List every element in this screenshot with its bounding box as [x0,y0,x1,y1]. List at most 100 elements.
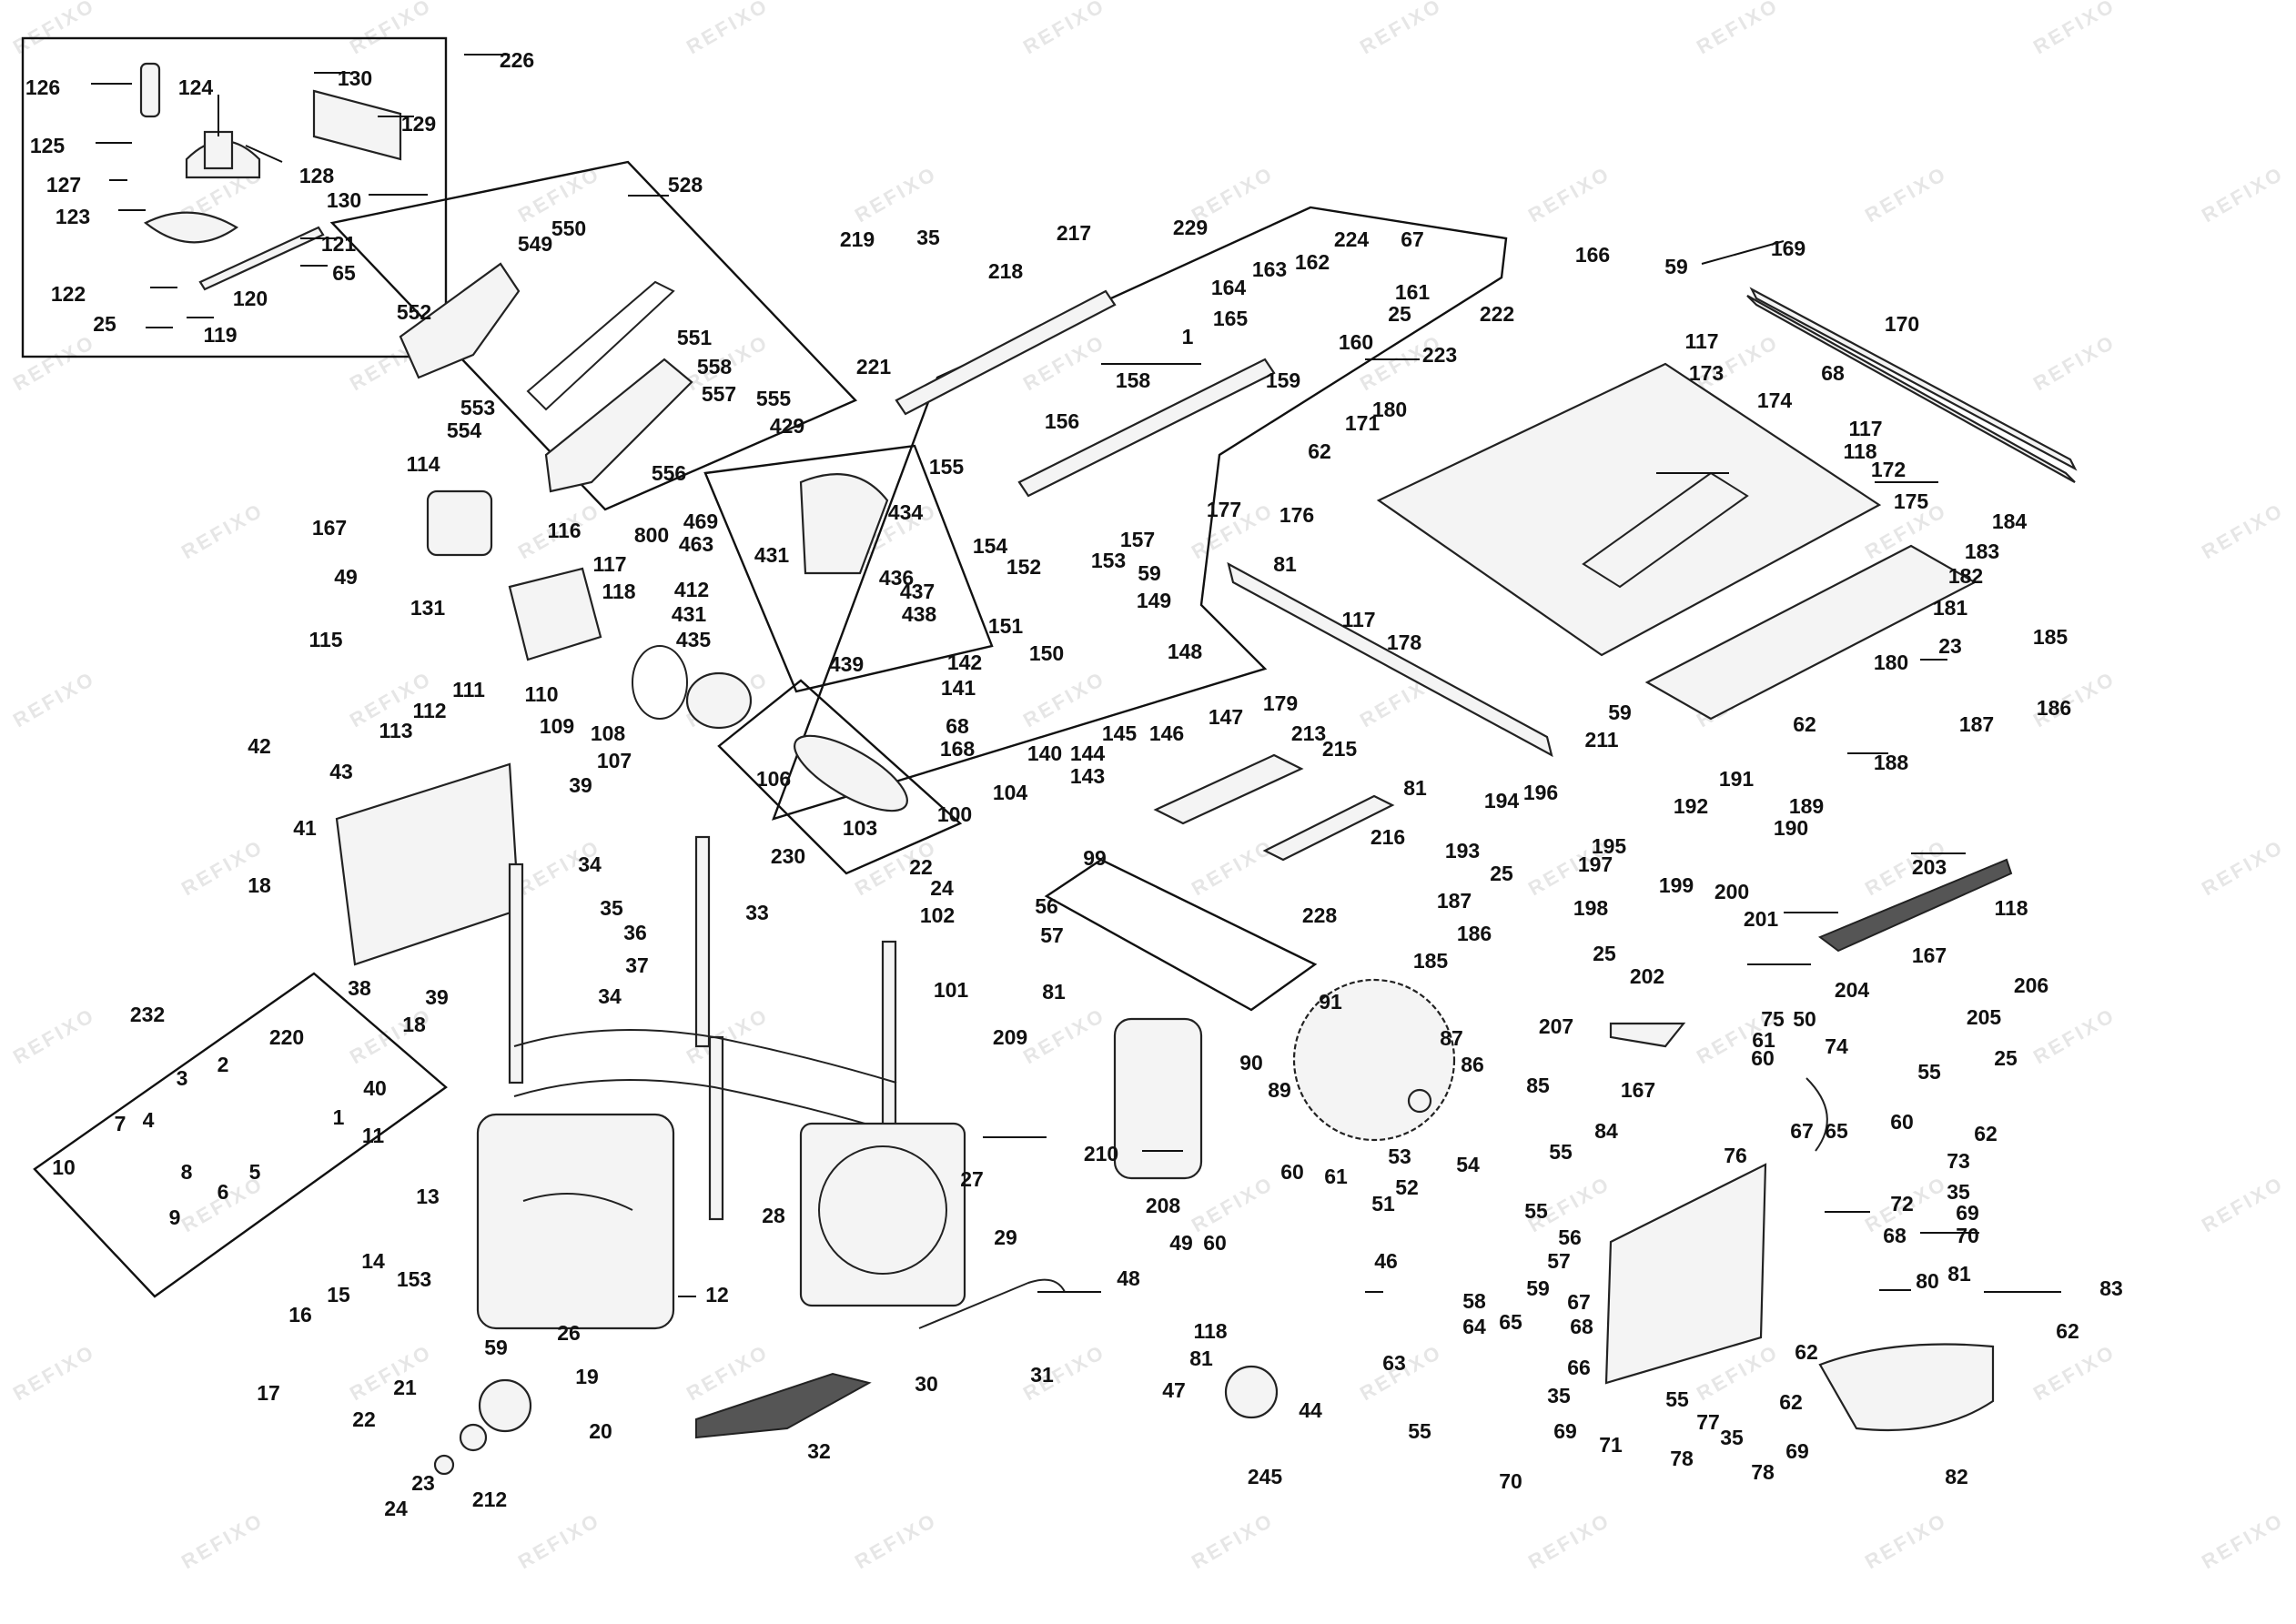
callout-label-c557: 557 [702,382,736,406]
callout-label-c558: 558 [697,355,733,378]
callout-label-c35d: 35 [1547,1384,1571,1407]
callout-label-c60d: 60 [1203,1231,1227,1255]
callout-label-c56a: 56 [1035,894,1058,918]
callout-label-c211: 211 [1584,728,1618,751]
callout-label-c176: 176 [1279,503,1314,527]
handwheel-hub-part [433,1454,455,1476]
callout-label-c57b: 57 [1547,1249,1571,1273]
handwheel-part [478,1378,532,1433]
callout-label-c201: 201 [1744,907,1779,931]
callout-label-c127: 127 [46,173,81,197]
callout-label-c9: 9 [169,1205,181,1229]
callout-label-c187b: 187 [1437,889,1472,913]
group-box-228 [1044,858,1318,1012]
watermark-text: REFIXO [2198,162,2288,227]
callout-label-c173: 173 [1689,361,1724,385]
callout-label-c111: 111 [452,678,485,701]
callout-label-c166: 166 [1575,243,1610,267]
wrench-part [918,1278,1066,1329]
callout-label-c126: 126 [25,76,60,99]
callout-label-c552: 552 [397,300,431,324]
callout-label-c429: 429 [770,414,804,438]
callout-label-c65c: 65 [1499,1310,1522,1334]
callout-label-c14: 14 [361,1249,385,1273]
callout-label-c209: 209 [993,1025,1027,1049]
callout-label-c218: 218 [988,259,1024,283]
callout-label-c550: 550 [551,217,586,240]
callout-label-c33: 33 [745,901,769,924]
callout-label-c23b: 23 [411,1471,435,1495]
table-insert-slot-part [1582,471,1749,589]
callout-label-c69a: 69 [1956,1201,1979,1225]
callout-label-c29: 29 [994,1226,1017,1249]
callout-label-c171: 171 [1345,411,1381,435]
callout-label-c41: 41 [293,816,317,840]
callout-label-c141: 141 [941,676,976,700]
callout-label-c167a: 167 [312,516,347,540]
callout-label-c207: 207 [1539,1014,1573,1038]
callout-label-c63: 63 [1382,1351,1406,1375]
watermark-text: REFIXO [1188,835,1278,901]
callout-label-c2: 2 [217,1053,229,1076]
callout-label-c168: 168 [940,737,976,761]
callout-label-c185a: 185 [2033,625,2068,649]
callout-label-c91: 91 [1319,990,1342,1014]
callout-label-c199: 199 [1659,873,1694,897]
callout-label-c1b: 1 [333,1105,345,1129]
miter-knob-part [139,62,161,118]
callout-label-c555: 555 [756,387,792,410]
callout-label-c19: 19 [575,1365,599,1388]
support-arm-part [1817,858,2013,953]
callout-label-c69b: 69 [1553,1419,1577,1443]
callout-label-c213: 213 [1291,721,1326,745]
callout-label-c55a: 55 [1917,1060,1941,1084]
callout-label-c106: 106 [756,767,791,791]
callout-label-c55c: 55 [1524,1199,1548,1223]
callout-label-c107: 107 [597,749,632,772]
callout-label-c118c: 118 [1994,896,2028,920]
callout-label-c26: 26 [557,1321,581,1345]
callout-label-c25b: 25 [1388,302,1411,326]
callout-label-c146: 146 [1149,721,1184,745]
callout-label-c108: 108 [591,721,626,745]
dust-shroud-part [1818,1343,1995,1432]
callout-label-c72: 72 [1890,1192,1914,1215]
blade-washer-part [1407,1088,1432,1114]
callout-label-c74: 74 [1825,1034,1848,1058]
miter-fence-part [312,89,402,161]
callout-label-c232: 232 [130,1003,165,1026]
blade-insert-part [1609,1022,1686,1048]
watermark-text: REFIXO [851,1508,941,1574]
callout-label-c35c: 35 [1947,1180,1970,1204]
callout-label-c161: 161 [1395,280,1431,304]
callout-label-c180b: 180 [1874,651,1908,674]
callout-label-c431a: 431 [754,543,790,567]
callout-label-c104: 104 [993,781,1028,804]
stand-part [508,835,897,1221]
watermark-text: REFIXO [1356,0,1446,58]
callout-label-c65a: 65 [332,261,356,285]
callout-label-c35a: 35 [916,226,940,249]
callout-label-c123: 123 [56,205,90,228]
callout-label-c469: 469 [683,509,718,533]
callout-label-c196: 196 [1523,781,1558,804]
callout-label-c528: 528 [668,173,703,197]
callout-label-c181: 181 [1933,596,1968,620]
callout-label-c193: 193 [1445,839,1480,862]
callout-label-c150: 150 [1029,641,1064,665]
callout-label-c162: 162 [1295,250,1330,274]
callout-label-c119: 119 [203,323,237,347]
trunnion-ring-part [818,1145,947,1275]
callout-label-c222: 222 [1480,302,1514,326]
callout-label-c157: 157 [1120,528,1155,551]
callout-label-c59e: 59 [484,1336,508,1359]
watermark-text: REFIXO [2198,499,2288,564]
watermark-text: REFIXO [1019,0,1109,58]
callout-label-c55b: 55 [1549,1140,1573,1164]
fence-extrusion-part [895,289,1117,416]
callout-label-c210: 210 [1084,1142,1118,1165]
callout-label-c73: 73 [1947,1149,1970,1173]
callout-label-c130a: 130 [338,66,372,90]
table-top-part [1376,362,1882,657]
